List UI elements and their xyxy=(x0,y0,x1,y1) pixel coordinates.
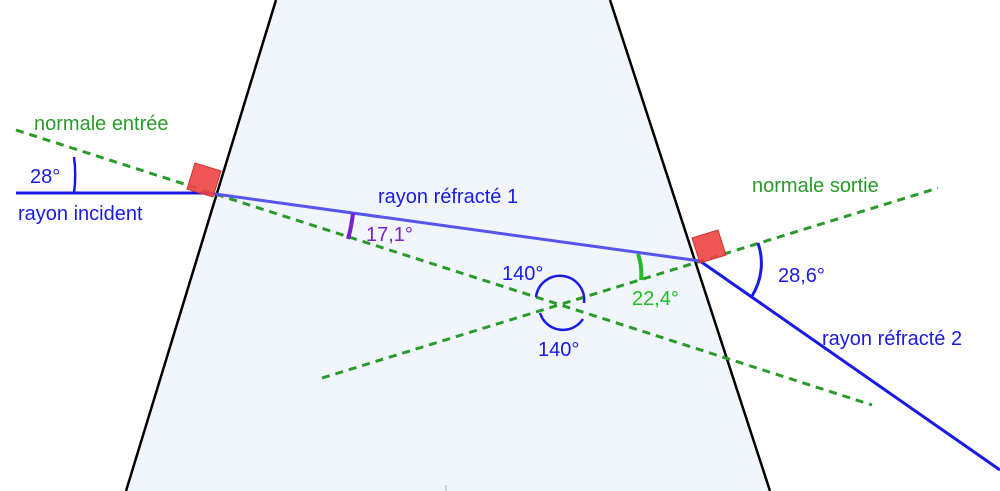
label-angle-refraction-sortie: 28,6° xyxy=(778,265,825,287)
rayon-refracte-2-line xyxy=(699,259,1000,472)
angle-arc-refraction-sortie xyxy=(750,242,763,297)
label-normale-entree: normale entrée xyxy=(34,113,169,135)
label-angle-refraction-entree: 17,1° xyxy=(366,224,413,246)
prism-left-edge xyxy=(124,0,278,491)
angle-arc-normales-bas xyxy=(538,312,585,332)
label-angle-incidence: 28° xyxy=(30,166,60,188)
rayon-refracte-1-line xyxy=(207,191,701,263)
right-angle-marker-entree xyxy=(186,162,222,198)
normale-entree-line xyxy=(15,128,873,407)
angle-arc-normales-haut xyxy=(534,274,586,304)
angle-arc-refraction-entree xyxy=(346,212,355,240)
normale-sortie-line xyxy=(321,186,939,380)
angle-arc-incidence xyxy=(72,156,77,194)
right-angle-marker-sortie xyxy=(691,229,727,264)
label-angle-normales-bas: 140° xyxy=(538,339,579,361)
label-angle-normales-haut: 140° xyxy=(502,263,543,285)
label-rayon-incident: rayon incident xyxy=(18,203,143,225)
label-rayon-refracte-1: rayon réfracté 1 xyxy=(378,186,518,208)
prism-right-edge xyxy=(608,0,772,491)
label-angle-incidence-sortie: 22,4° xyxy=(632,288,679,310)
angle-arc-incidence-sortie xyxy=(636,253,644,281)
label-rayon-refracte-2: rayon réfracté 2 xyxy=(822,328,962,350)
label-normale-sortie: normale sortie xyxy=(752,175,879,197)
prism xyxy=(126,0,770,491)
